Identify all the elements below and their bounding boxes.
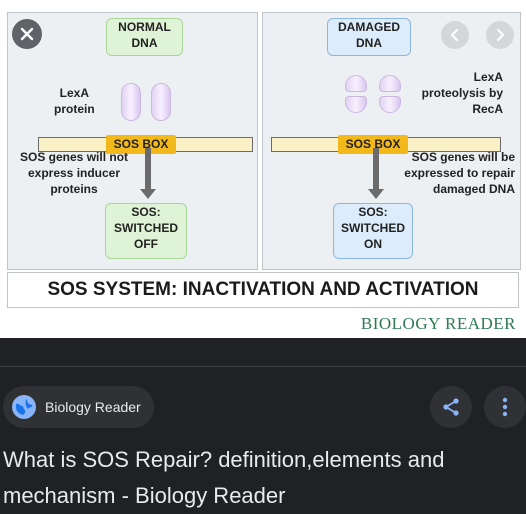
more-vert-icon [502, 397, 508, 417]
arrow-head [140, 189, 156, 199]
lexa-protein-label: LexA protein [54, 86, 95, 116]
lexa-fragment-shape [345, 75, 367, 92]
diagram-title: SOS SYSTEM: INACTIVATION AND ACTIVATION [7, 272, 519, 308]
share-button[interactable] [430, 386, 472, 428]
down-arrow [145, 148, 151, 190]
lexa-fragment-shape [345, 96, 367, 113]
result-image[interactable]: NORMAL DNA LexA protein SOS BOX SOS gene… [0, 0, 526, 338]
normal-dna-box: NORMAL DNA [106, 18, 183, 56]
sos-genes-not-expressed-text: SOS genes will not express inducer prote… [20, 150, 129, 196]
lexa-fragment-shape [379, 96, 401, 113]
sos-box-label: SOS BOX [106, 135, 176, 154]
down-arrow [373, 148, 379, 190]
sos-switched-on-box: SOS: SWITCHED ON [333, 203, 413, 259]
source-name: Biology Reader [45, 399, 141, 415]
lexa-protein-shape [121, 83, 141, 121]
close-icon [20, 27, 34, 41]
result-title-link[interactable]: What is SOS Repair? definition,elements … [3, 447, 445, 508]
lexa-protein-shape [151, 83, 171, 121]
sos-genes-expressed-text: SOS genes will be expressed to repair da… [404, 150, 515, 196]
brand-watermark: BIOLOGY READER [360, 314, 516, 333]
lexa-proteolysis-label: LexA proteolysis by RecA [421, 70, 503, 116]
lexa-fragment-shape [379, 75, 401, 92]
close-button[interactable] [12, 19, 42, 49]
chevron-left-icon [450, 28, 459, 42]
chevron-right-icon [496, 28, 505, 42]
damaged-dna-box: DAMAGED DNA [327, 18, 411, 56]
normal-dna-panel: NORMAL DNA LexA protein SOS BOX SOS gene… [7, 12, 258, 270]
globe-icon [12, 395, 36, 419]
damaged-dna-panel: DAMAGED DNA LexA proteolysis by RecA SOS… [262, 12, 521, 270]
sos-box-label: SOS BOX [338, 135, 408, 154]
more-options-button[interactable] [484, 386, 526, 428]
previous-image-button[interactable] [441, 21, 469, 49]
sos-switched-off-box: SOS: SWITCHED OFF [105, 203, 187, 259]
divider [0, 366, 526, 367]
source-chip[interactable]: Biology Reader [3, 386, 154, 428]
share-icon [443, 398, 459, 416]
arrow-head [368, 189, 384, 199]
next-image-button[interactable] [486, 21, 514, 49]
